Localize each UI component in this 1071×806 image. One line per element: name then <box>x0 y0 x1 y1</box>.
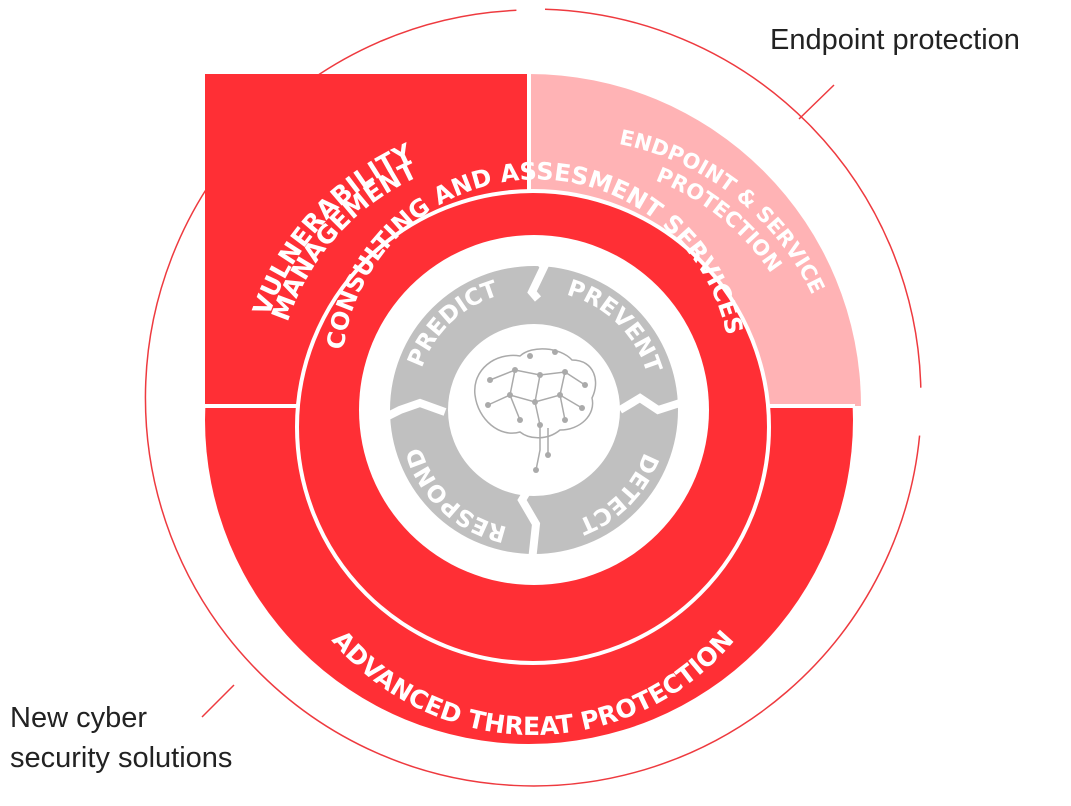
endpoint-protection-callout: Endpoint protection <box>770 24 1020 56</box>
brain-network-icon <box>474 348 597 473</box>
cycle-arrow-top <box>523 242 549 302</box>
outer-ring-arc-top <box>544 8 922 388</box>
cycle-arrow-bottom <box>517 474 541 571</box>
cycle-arrow-left <box>378 398 447 424</box>
cycle-arrow-right <box>617 393 685 415</box>
new-cyber-callout-line2: security solutions <box>10 742 233 774</box>
new-cyber-callout-line1: New cyber <box>10 702 147 734</box>
endpoint-callout-line <box>798 84 835 120</box>
new-cyber-callout-line <box>201 684 235 718</box>
